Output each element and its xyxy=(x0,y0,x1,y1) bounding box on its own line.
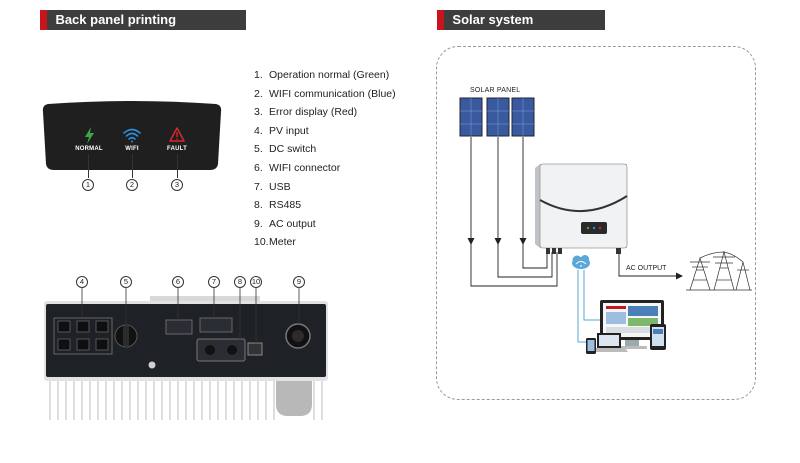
callout-number-9: 9 xyxy=(293,276,305,288)
callout-number-4: 4 xyxy=(76,276,88,288)
list-item: 10.Meter xyxy=(254,236,296,249)
callout-number-6: 6 xyxy=(172,276,184,288)
list-item: 8.RS485 xyxy=(254,199,302,212)
callout-number-5: 5 xyxy=(120,276,132,288)
section-title-back-panel: Back panel printing description xyxy=(47,10,246,47)
callout-number-2: 2 xyxy=(126,179,138,191)
description-list: 1.Operation normal (Green) 2.WIFI commun… xyxy=(254,66,396,252)
wifi-cloud-icon xyxy=(572,255,590,269)
callout-number-1: 1 xyxy=(82,179,94,191)
section-header-solar-system: Solar system connection xyxy=(437,10,605,47)
indicator-label-fault: FAULT xyxy=(167,146,187,152)
arrow-icon xyxy=(676,272,683,280)
power-grid-towers-icon xyxy=(686,250,752,291)
callout-line xyxy=(88,154,89,178)
section-title-solar-system: Solar system connection xyxy=(444,10,605,47)
callout-number-10: 10 xyxy=(250,276,262,288)
indicator-label-normal: NORMAL xyxy=(75,146,103,152)
arrow-icons xyxy=(467,238,527,245)
tablet-device-icon xyxy=(650,324,666,350)
ground-screw xyxy=(148,361,156,369)
list-item: 9.AC output xyxy=(254,217,316,230)
dc-switch-knob xyxy=(123,326,129,346)
header-accent-bar xyxy=(437,10,445,30)
header-accent-bar xyxy=(40,10,48,30)
list-item: 2.WIFI communication (Blue) xyxy=(254,87,396,100)
callout-number-7: 7 xyxy=(208,276,220,288)
rs485-port xyxy=(196,338,246,362)
list-item: 6.WIFI connector xyxy=(254,161,341,174)
list-item: 5.DC switch xyxy=(254,143,317,156)
solar-panel-label: SOLAR PANEL xyxy=(470,87,521,94)
pv-input-connectors xyxy=(53,317,113,355)
ac-output-label: AC OUTPUT xyxy=(626,265,667,272)
list-item: 3.Error display (Red) xyxy=(254,106,358,119)
callout-leaders xyxy=(81,288,300,346)
indicator-label-wifi: WIFI xyxy=(125,146,139,152)
top-edge xyxy=(150,296,260,304)
mounting-bracket xyxy=(276,378,312,416)
callout-line xyxy=(177,154,178,178)
callout-number-3: 3 xyxy=(171,179,183,191)
section-header-back-panel: Back panel printing description xyxy=(40,10,246,47)
inverter-unit xyxy=(535,163,628,254)
callout-line xyxy=(132,154,133,178)
laptop-device-icon xyxy=(590,333,628,352)
list-item: 1.Operation normal (Green) xyxy=(254,69,390,81)
dc-wires xyxy=(470,137,558,287)
list-item: 4.PV input xyxy=(254,124,309,137)
connection-diagram-frame xyxy=(436,46,756,400)
callout-number-8: 8 xyxy=(234,276,246,288)
ac-output-wire xyxy=(618,254,676,277)
phone-device-icon xyxy=(586,338,596,354)
usb-port xyxy=(199,317,233,333)
heat-sink xyxy=(49,378,323,420)
network-lines xyxy=(577,270,602,343)
monitor-device-icon xyxy=(600,300,664,349)
list-item: 7.USB xyxy=(254,180,291,193)
solar-panels xyxy=(459,97,535,137)
meter-port xyxy=(247,342,263,356)
wifi-connector xyxy=(165,319,193,335)
